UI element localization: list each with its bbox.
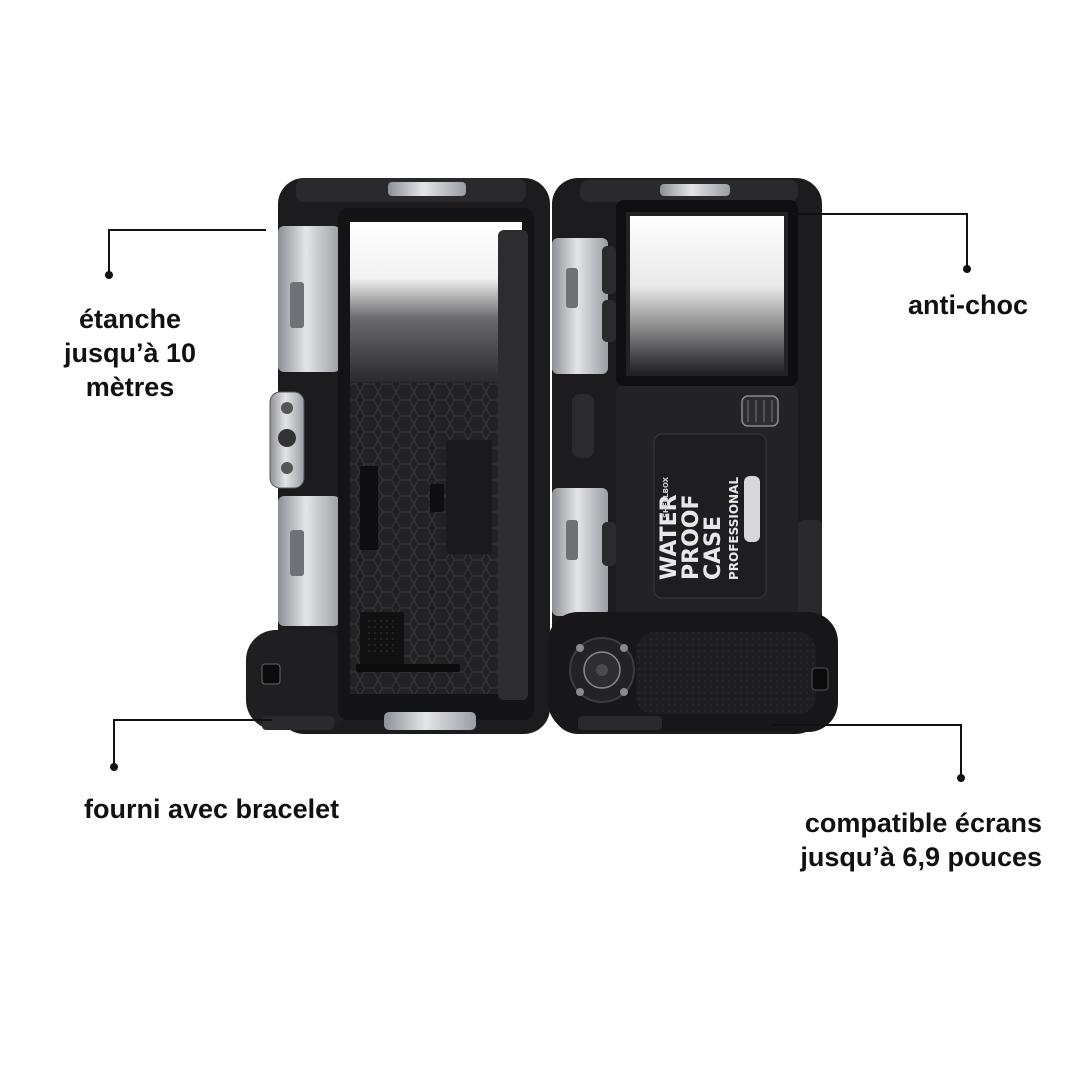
callout-line-waterproof-v (108, 229, 110, 275)
case-print-line4: PROFESSIONAL (727, 477, 741, 580)
left-case (246, 178, 550, 734)
case-print-line3: CASE (701, 516, 726, 580)
callout-strap: fourni avec bracelet (84, 794, 340, 824)
callout-line-strap-v (113, 719, 115, 767)
callout-screens-line2: jusqu’à 6,9 pouces (800, 842, 1042, 872)
callout-waterproof-line1: étanche (78, 304, 182, 334)
callout-waterproof-line2: jusqu’à 10 (63, 338, 197, 368)
right-case: WATER PROOF CASE PROFESSIONAL SHELLBOX (548, 178, 838, 734)
callout-waterproof-line3: mètres (85, 372, 175, 402)
case-print-line1: WATER (657, 494, 682, 580)
callout-line-strap-h (114, 719, 272, 721)
case-print: WATER PROOF CASE PROFESSIONAL SHELLBOX (657, 476, 741, 580)
callout-line-screens-v (960, 724, 962, 776)
callout-line-shockproof-h (790, 213, 967, 215)
callout-dot-shockproof (963, 265, 971, 273)
callout-dot-waterproof (105, 271, 113, 279)
callout-line-screens-h (772, 724, 962, 726)
callout-screens-line1: compatible écrans (804, 808, 1042, 838)
callout-dot-strap (110, 763, 118, 771)
case-print-brand: SHELLBOX (662, 476, 670, 518)
callout-dot-screens (957, 774, 965, 782)
callout-line-shockproof-v (966, 213, 968, 268)
case-print-line2: PROOF (679, 495, 704, 581)
callout-waterproof: étanche jusqu’à 10 mètres (40, 302, 220, 404)
callout-screens: compatible écrans jusqu’à 6,9 pouces (740, 806, 1042, 874)
callout-shockproof: anti-choc (908, 290, 1029, 320)
callout-line-waterproof-h (109, 229, 266, 231)
